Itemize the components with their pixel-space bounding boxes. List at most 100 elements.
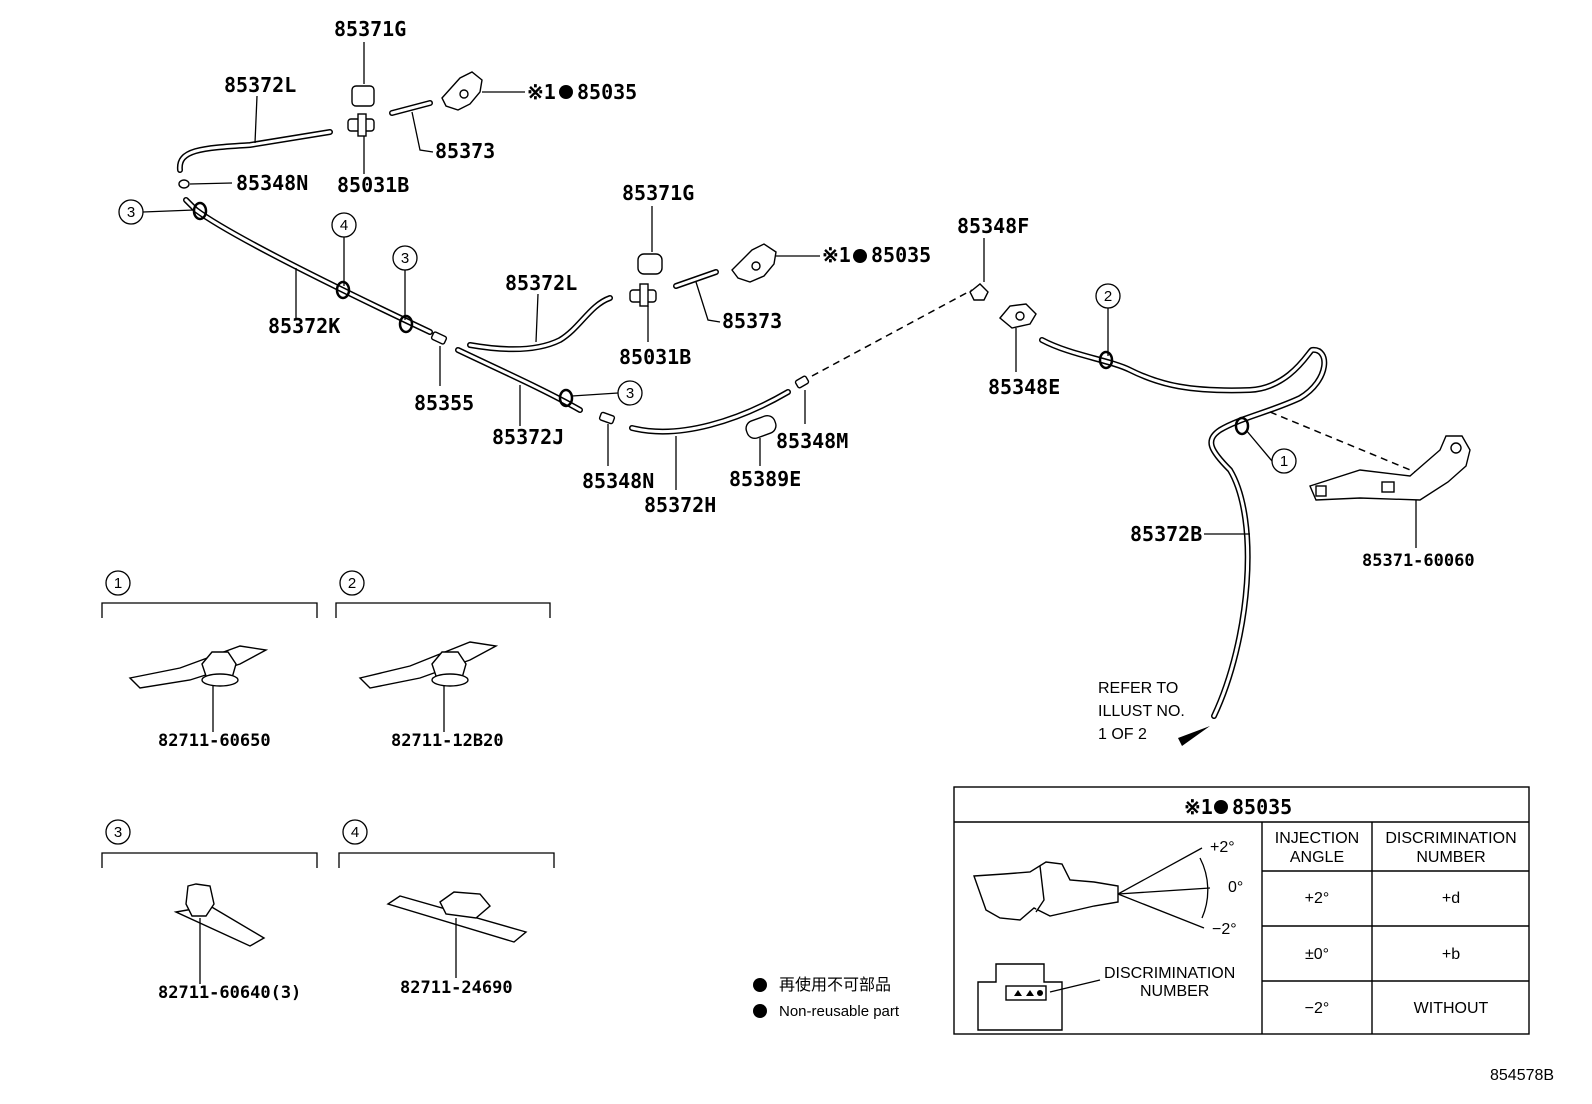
- discrimination-illustration: DISCRIMINATION NUMBER: [977, 963, 1235, 1031]
- svg-text:2: 2: [348, 575, 356, 592]
- connection-dashed-1: [811, 289, 973, 377]
- label-85355: 85355: [414, 391, 474, 415]
- label-85348N-mid: 85348N: [582, 469, 654, 493]
- legend-jp: 再使用不可部品: [779, 976, 891, 994]
- hose-85372L-mid: [467, 295, 613, 353]
- clip-detail-4: 4 82711-24690: [338, 819, 555, 998]
- row1-number: +d: [1442, 890, 1460, 907]
- svg-text:3: 3: [401, 250, 409, 267]
- nozzle-angle-illustration: +2° 0° −2°: [973, 839, 1243, 938]
- refer-arrow: [1178, 726, 1210, 746]
- label-85372L-mid: 85372L: [505, 271, 577, 295]
- callout-3-a: 3: [118, 199, 208, 225]
- clip-detail-1: 1 82711-60650: [101, 570, 318, 751]
- joint-85348N-top: [178, 179, 190, 189]
- mark-85035-top: ※1: [527, 80, 556, 104]
- valve-85031B-top: [347, 113, 375, 137]
- col2-h1: DISCRIMINATION: [1385, 830, 1516, 847]
- legend-en: Non-reusable part: [779, 1003, 900, 1020]
- disc-label-1: DISCRIMINATION: [1104, 965, 1235, 982]
- angle-minus: −2°: [1212, 921, 1237, 938]
- refer-line1: REFER TO: [1098, 680, 1178, 697]
- nozzle-85035-top: [441, 71, 483, 111]
- refer-line2: ILLUST NO.: [1098, 703, 1185, 720]
- clip-detail-2: 2 82711-12B20: [335, 570, 551, 751]
- svg-text:3: 3: [114, 824, 122, 841]
- label-85372B: 85372B: [1130, 522, 1202, 546]
- disc-label-2: NUMBER: [1140, 983, 1209, 1000]
- label-85031B-mid: 85031B: [619, 345, 691, 369]
- label-85372L-top: 85372L: [224, 73, 296, 97]
- row3-angle: −2°: [1305, 1000, 1330, 1017]
- clip-detail-3: 3 82711-60640(3): [101, 819, 318, 1003]
- callout-3-c: 3: [558, 380, 643, 408]
- col1-h1: INJECTION: [1275, 830, 1359, 847]
- nonreusable-dot-top: [559, 85, 573, 99]
- svg-text:3: 3: [127, 204, 135, 221]
- row3-number: WITHOUT: [1414, 1000, 1489, 1017]
- joint-85348M: [794, 375, 810, 389]
- callout-4: 4: [331, 212, 357, 300]
- row2-angle: ±0°: [1305, 946, 1329, 963]
- nozzle-85035-mid: [731, 243, 777, 283]
- clip4-part: 82711-24690: [400, 978, 513, 998]
- clip1-part: 82711-60650: [158, 731, 271, 751]
- hose-85372K: [183, 197, 433, 335]
- cap-85371G-mid: [637, 253, 663, 275]
- label-85372K: 85372K: [268, 314, 340, 338]
- illustration-id: 854578B: [1490, 1067, 1554, 1084]
- label-85348M: 85348M: [776, 429, 848, 453]
- refer-line3: 1 OF 2: [1098, 726, 1147, 743]
- clip3-part: 82711-60640(3): [158, 983, 301, 1003]
- svg-text:1: 1: [1280, 453, 1288, 470]
- label-85371G-top: 85371G: [334, 17, 406, 41]
- angle-table: ※1 85035 INJECTION ANGLE DISCRIMINATION …: [953, 786, 1530, 1035]
- legend-dot-jp: [753, 978, 767, 992]
- callout-1: 1: [1234, 416, 1297, 474]
- label-85348E: 85348E: [988, 375, 1060, 399]
- label-85372J: 85372J: [492, 425, 564, 449]
- angle-plus: +2°: [1210, 839, 1235, 856]
- row2-number: +b: [1442, 946, 1460, 963]
- label-85373-mid: 85373: [722, 309, 782, 333]
- nonreusable-dot-mid: [853, 249, 867, 263]
- svg-text:2: 2: [1104, 288, 1112, 305]
- col1-h2: ANGLE: [1290, 849, 1344, 866]
- svg-text:4: 4: [351, 824, 359, 841]
- svg-text:1: 1: [114, 575, 122, 592]
- table-title-dot: [1214, 800, 1228, 814]
- label-85348N-top: 85348N: [236, 171, 308, 195]
- legend-dot-en: [753, 1004, 767, 1018]
- label-85371-60060: 85371-60060: [1362, 551, 1475, 571]
- label-85389E: 85389E: [729, 467, 801, 491]
- mark-85035-mid: ※1: [822, 243, 851, 267]
- connection-dashed-2: [1269, 411, 1421, 475]
- label-85372H: 85372H: [644, 493, 716, 517]
- angle-zero: 0°: [1228, 879, 1243, 896]
- table-title-mark: ※1: [1184, 795, 1213, 819]
- label-85035-mid: 85035: [871, 243, 931, 267]
- joint-85348N-mid: [598, 411, 616, 425]
- table-title-part: 85035: [1232, 795, 1292, 819]
- sleeve-85389E: [745, 414, 777, 440]
- label-85348F: 85348F: [957, 214, 1029, 238]
- callout-2: 2: [1095, 283, 1121, 370]
- joint-85348F: [969, 283, 989, 301]
- row1-angle: +2°: [1305, 890, 1330, 907]
- svg-text:4: 4: [340, 217, 348, 234]
- svg-text:3: 3: [626, 385, 634, 402]
- cap-85371G-top: [351, 85, 375, 107]
- clip2-part: 82711-12B20: [391, 731, 504, 751]
- col2-h2: NUMBER: [1416, 849, 1485, 866]
- valve-85031B-mid: [629, 283, 657, 307]
- label-85035-top: 85035: [577, 80, 637, 104]
- joint-85355: [430, 331, 448, 345]
- bracket-85371-60060: [1309, 435, 1471, 501]
- callout-3-b: 3: [392, 245, 418, 334]
- label-85373-top: 85373: [435, 139, 495, 163]
- joint-85348E: [999, 303, 1037, 329]
- label-85031B-top: 85031B: [337, 173, 409, 197]
- label-85371G-mid: 85371G: [622, 181, 694, 205]
